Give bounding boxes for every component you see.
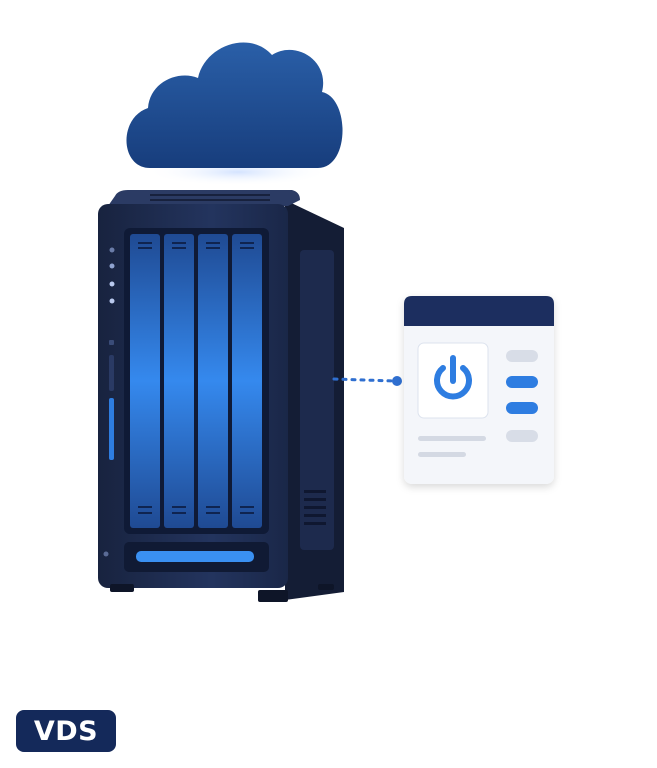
power-icon <box>434 355 472 400</box>
toggle-1[interactable] <box>506 350 538 362</box>
cloud-icon <box>126 42 343 186</box>
control-panel-window <box>404 296 554 484</box>
text-line <box>418 436 486 441</box>
server-tower <box>98 190 344 602</box>
vds-badge: VDS <box>16 710 116 752</box>
toggle-4[interactable] <box>506 430 538 442</box>
connector-line <box>332 376 402 386</box>
toggle-3[interactable] <box>506 402 538 414</box>
text-line <box>418 452 466 457</box>
window-header <box>404 296 554 326</box>
toggle-2[interactable] <box>506 376 538 388</box>
drive-bays <box>130 234 262 528</box>
side-vent-icon <box>304 490 326 525</box>
status-leds <box>109 247 115 460</box>
